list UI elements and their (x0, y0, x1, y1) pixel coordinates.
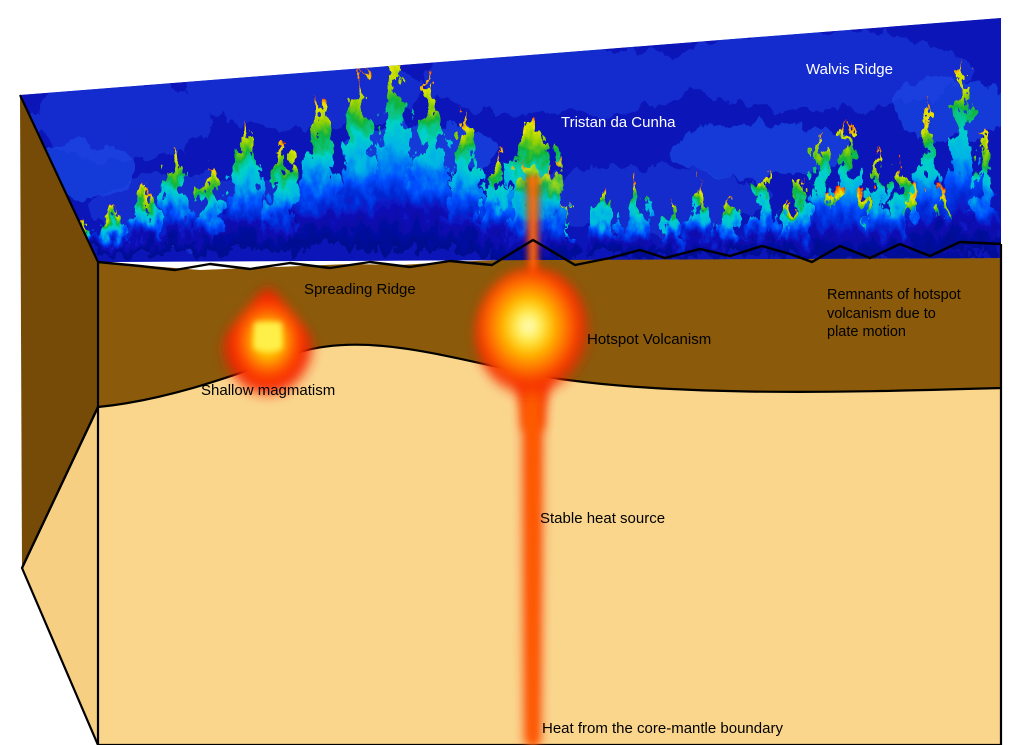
mantle-left-face (22, 407, 98, 745)
edge-left-top (19, 94, 99, 263)
label-shallow-magmatism: Shallow magmatism (201, 382, 336, 399)
label-tristan-da-cunha: Tristan da Cunha (561, 114, 676, 131)
seafloor-front-edge (97, 238, 1002, 272)
plume-head (475, 268, 591, 400)
spreading-ridge-terrain (60, 45, 520, 255)
bathymetry-surface (20, 18, 1001, 262)
mantle-body (22, 344, 1001, 745)
label-stable-heat-source: Stable heat source (540, 510, 666, 527)
shallow-magma-core (254, 322, 282, 350)
label-hotspot-volcanism: Hotspot Volcanism (587, 331, 712, 348)
mantle-plume (475, 268, 591, 745)
plume-stem-core (527, 380, 539, 745)
label-remnants-of-hotspot-volcanism: Remnants of hotspot volcanism due to pla… (827, 287, 961, 341)
mantle-front-face (98, 344, 1001, 745)
crust-left-face (20, 95, 98, 568)
ridge-peaks (60, 45, 520, 255)
label-heat-from-core-mantle-boundary: Heat from the core-mantle boundary (542, 720, 783, 737)
label-spreading-ridge: Spreading Ridge (304, 281, 416, 298)
walvis-ridge-terrain (782, 58, 1001, 262)
crust-base-left (21, 406, 99, 569)
label-walvis-ridge: Walvis Ridge (806, 61, 893, 78)
shallow-magma-chamber (220, 284, 316, 398)
